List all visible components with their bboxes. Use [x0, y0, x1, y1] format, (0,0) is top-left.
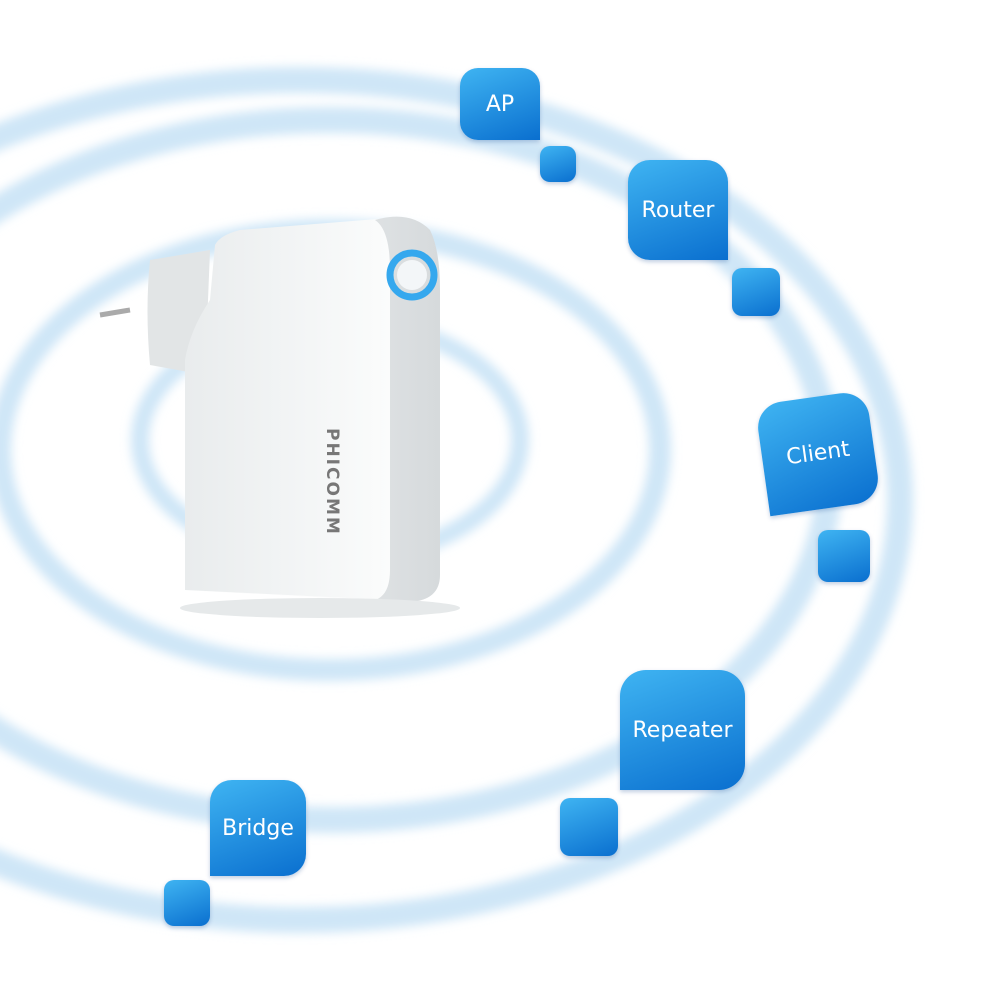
- mode-label: AP: [485, 91, 515, 117]
- mode-label: Bridge: [222, 815, 294, 841]
- mode-label: Repeater: [632, 717, 733, 743]
- badge-tail-square: [540, 146, 576, 182]
- signal-ring: [0, 67, 913, 933]
- mode-badge-ap: AP: [460, 68, 540, 140]
- brand-logo: PHICOMM: [322, 428, 342, 536]
- mode-badge-router: Router: [628, 160, 728, 260]
- mode-badge-client: Client: [754, 389, 882, 517]
- mode-label: Client: [784, 436, 852, 470]
- badge-tail-square: [164, 880, 210, 926]
- mode-label: Router: [641, 197, 715, 223]
- mode-badge-repeater: Repeater: [620, 670, 745, 790]
- badge-tail-square: [818, 530, 870, 582]
- mode-badge-bridge: Bridge: [210, 780, 306, 876]
- badge-tail-square: [732, 268, 780, 316]
- power-indicator-ring: [386, 249, 438, 301]
- badge-tail-square: [560, 798, 618, 856]
- phicomm-router-device: [99, 216, 460, 618]
